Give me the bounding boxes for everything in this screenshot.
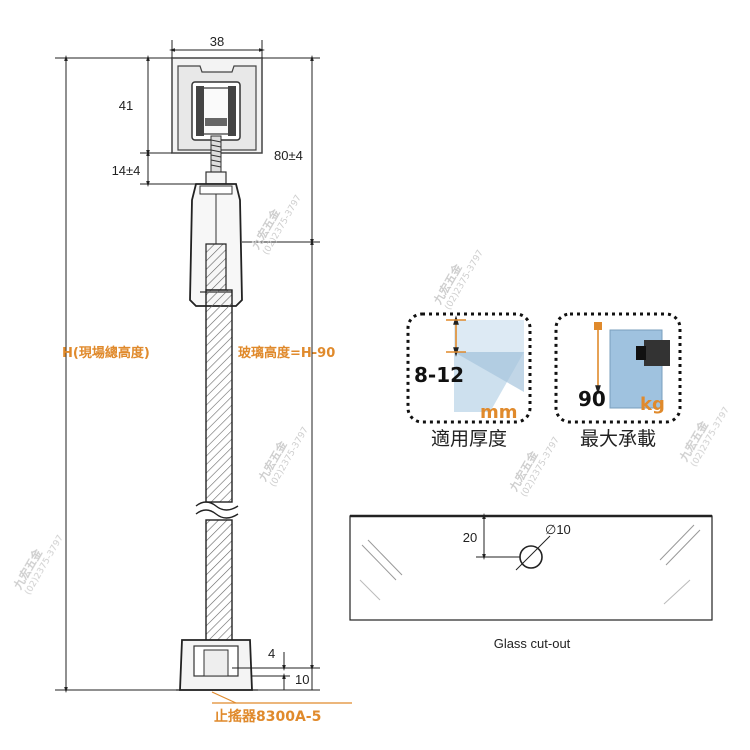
load-value: 90	[578, 387, 606, 411]
glass-thickness-icon	[406, 312, 532, 424]
dim-bottom-gap: 4	[268, 646, 275, 661]
dim-track-width: 38	[210, 34, 224, 49]
thickness-caption: 適用厚度	[431, 428, 507, 450]
max-load-icon	[554, 312, 682, 424]
dim-clearance: 14±4	[112, 163, 141, 178]
glass-clamp	[189, 183, 243, 307]
floor-stopper	[176, 639, 258, 691]
track-profile	[171, 57, 263, 185]
thickness-value: 8-12	[414, 363, 464, 387]
load-unit: kg	[640, 394, 665, 415]
label-total-height: H(現場總高度)	[62, 345, 150, 361]
dim-hanger: 80±4	[274, 148, 303, 163]
label-stopper: 止搖器8300A-5	[214, 708, 321, 725]
cutout-caption: Glass cut-out	[494, 636, 571, 651]
cutout-hole-diameter: ∅10	[545, 522, 571, 537]
dim-track-height: 41	[119, 98, 133, 113]
glass-cutout-drawing	[349, 513, 713, 621]
dim-bottom-guide: 10	[295, 672, 309, 687]
label-glass-height: 玻璃高度=H-90	[238, 345, 335, 361]
thickness-unit: mm	[480, 402, 518, 423]
dimension-lines	[55, 40, 320, 693]
load-caption: 最大承載	[580, 428, 656, 450]
cutout-edge-distance: 20	[463, 530, 477, 545]
glass-panel	[195, 289, 239, 669]
